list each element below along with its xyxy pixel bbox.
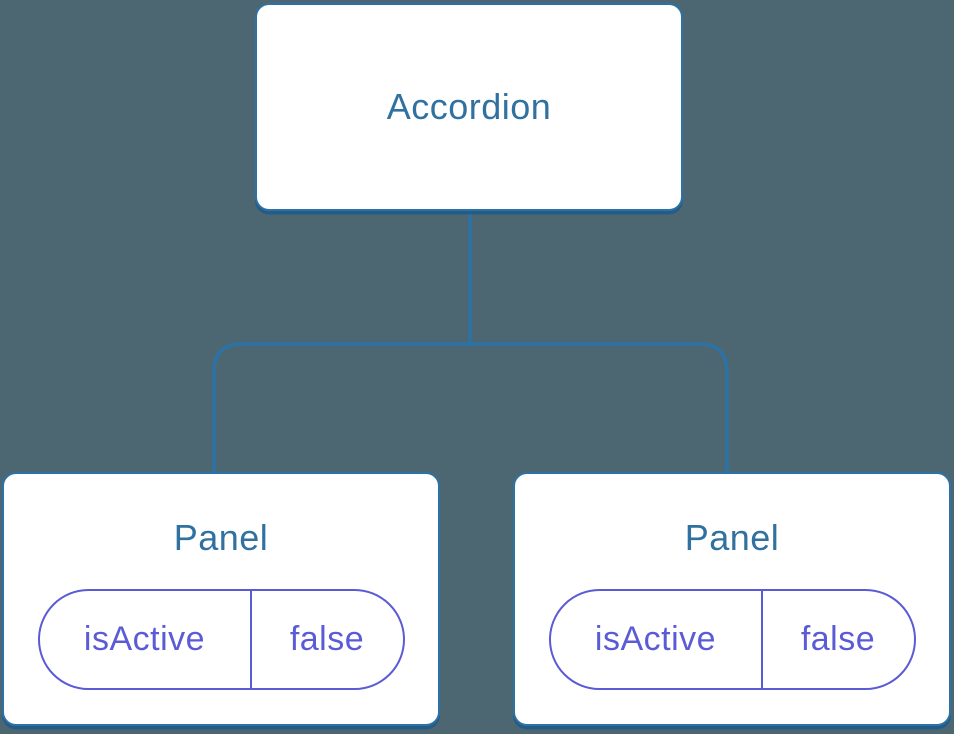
accordion-node: Accordion	[255, 3, 683, 211]
panel-node-left: Panel isActive false	[2, 472, 440, 726]
panel-node-label: Panel	[173, 517, 269, 558]
state-pill: isActive false	[548, 589, 916, 690]
state-name: isActive	[40, 591, 252, 688]
panel-node-right: Panel isActive false	[513, 472, 951, 726]
state-name: isActive	[551, 591, 763, 688]
state-value: false	[800, 620, 876, 658]
accordion-node-label: Accordion	[386, 86, 552, 127]
panel-node-label: Panel	[684, 517, 780, 558]
branch-bracket-line	[212, 342, 729, 472]
state-value: false	[289, 620, 365, 658]
state-pill: isActive false	[37, 589, 405, 690]
